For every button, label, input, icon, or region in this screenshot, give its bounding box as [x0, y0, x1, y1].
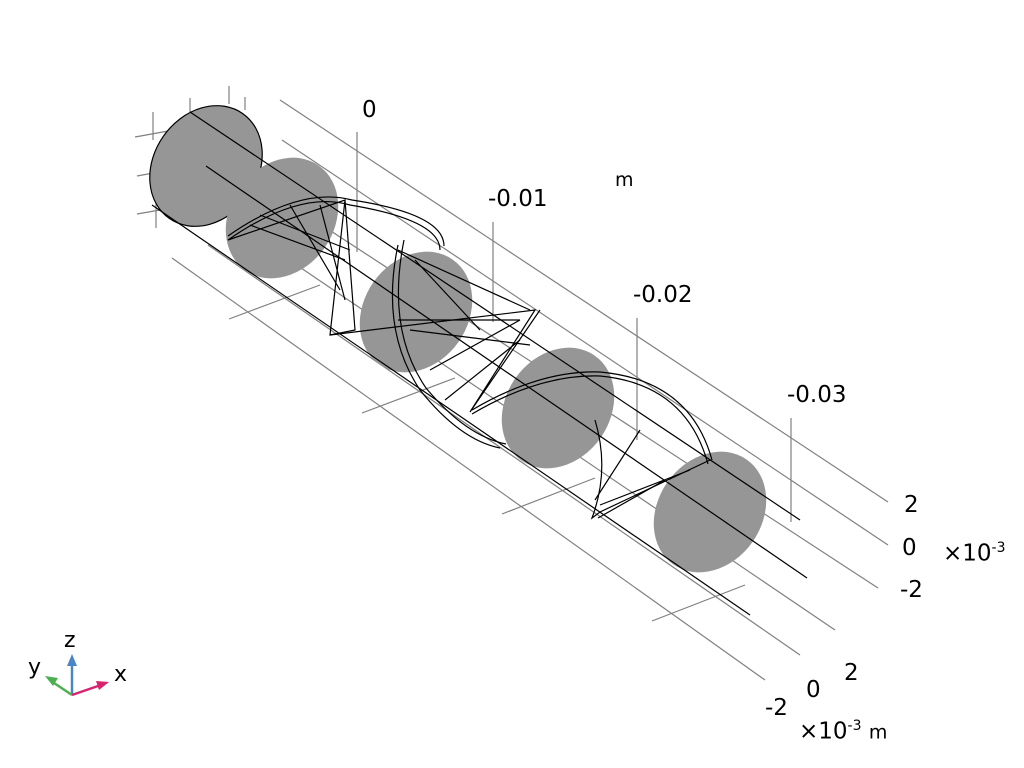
x-tick-label: -0.03: [787, 382, 847, 408]
helical-wire: [227, 196, 713, 520]
z-arrow-icon: [67, 654, 77, 666]
triad-y-label: y: [28, 655, 42, 680]
x-tick-label: -0.01: [488, 186, 548, 212]
x-tick-label: -0.02: [633, 282, 693, 308]
z-tick-label: 2: [844, 660, 859, 686]
cylinder-edges: [151, 111, 808, 616]
y-tick-label: 0: [902, 535, 917, 561]
triad-x-label: x: [114, 662, 128, 687]
y-axis-scale: ×10-3: [943, 540, 1006, 567]
y-tick-label: 2: [904, 492, 919, 518]
x-axis-unit: m: [615, 169, 634, 191]
x-arrow-icon: [96, 681, 109, 690]
triad-z-label: z: [64, 628, 76, 653]
z-tick-label: -2: [765, 695, 788, 721]
y-tick-label: -2: [900, 577, 923, 603]
z-axis-scale: ×10-3 m: [799, 718, 888, 745]
x-tick-label: 0: [362, 97, 377, 123]
y-arrow-icon: [45, 676, 58, 686]
coordinate-triad: [45, 654, 109, 697]
z-tick-label: 0: [806, 677, 821, 703]
